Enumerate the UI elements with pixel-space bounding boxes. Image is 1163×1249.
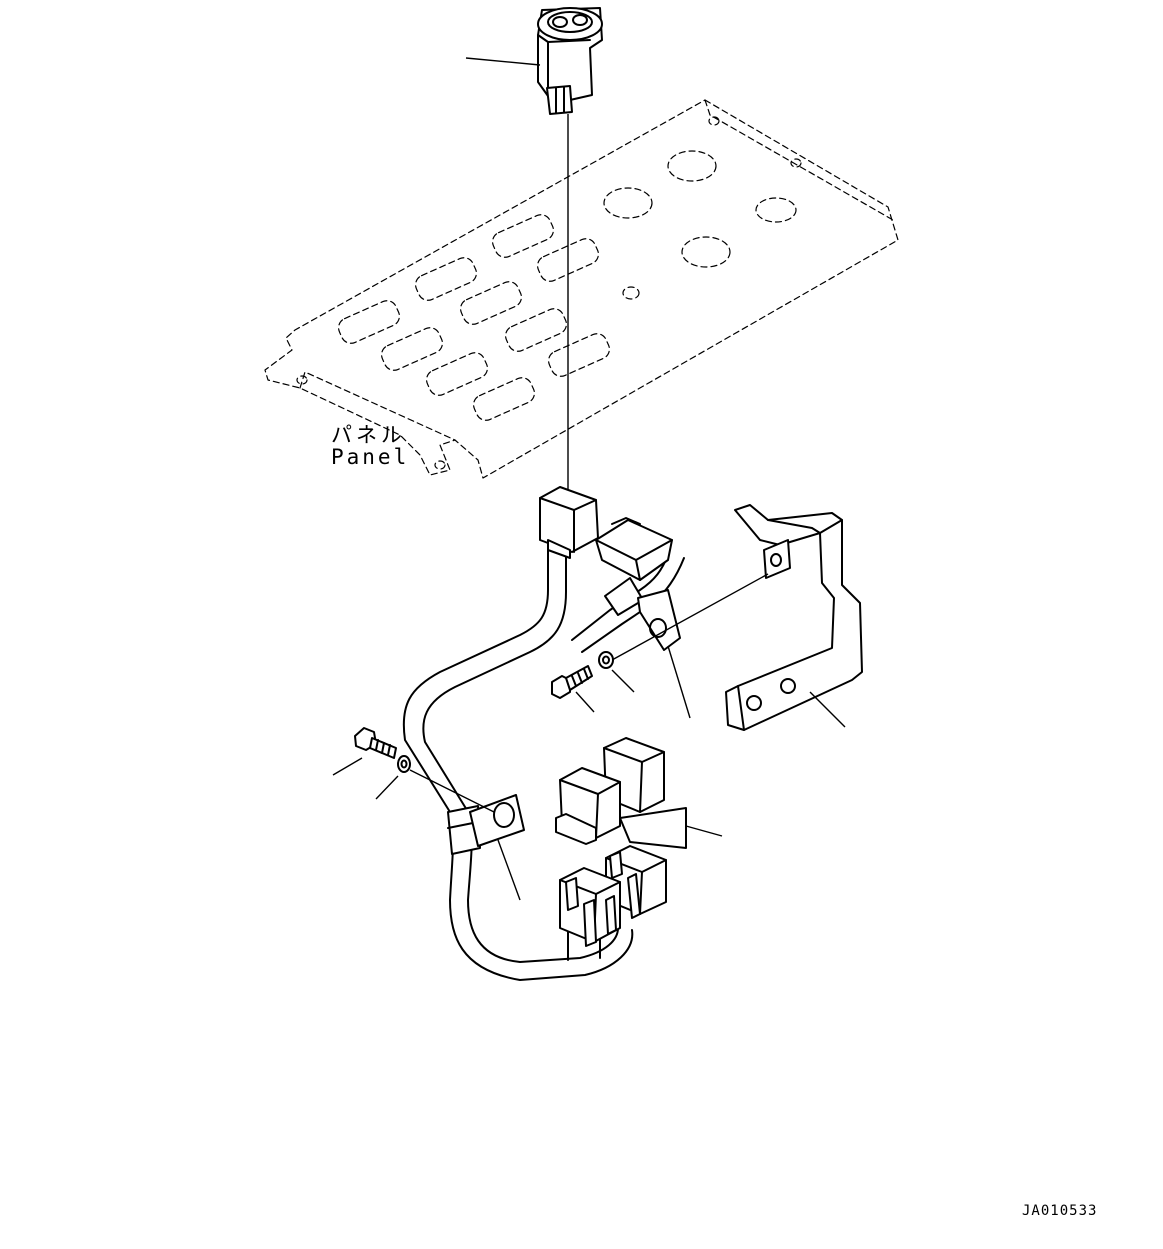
washer-upper-leader — [611, 669, 635, 693]
bracket-leader — [809, 691, 846, 728]
wiring-harness — [402, 547, 685, 981]
relay-left — [555, 767, 687, 849]
bracket-alignment-line — [611, 573, 769, 661]
panel-label-jp: パネル — [331, 423, 406, 447]
bolt-lower-leader — [332, 757, 363, 776]
panel-plate — [264, 99, 899, 479]
panel-label-en: Panel — [331, 445, 410, 469]
rocker-switch — [537, 7, 603, 115]
panel-holes — [296, 116, 802, 470]
harness-connector-b — [595, 517, 673, 581]
relay-leader — [685, 825, 723, 837]
drawing-code: JA010533 — [1022, 1203, 1098, 1219]
mounting-bracket — [725, 504, 863, 731]
relay-socket-left — [559, 867, 621, 947]
washer-lower — [397, 755, 411, 773]
bolt-upper-leader — [575, 691, 595, 713]
harness-connector-a — [539, 486, 599, 559]
bolt-upper — [551, 665, 593, 699]
clamp-branch-leader — [667, 645, 691, 719]
washer-lower-leader — [375, 775, 399, 800]
bolt-lower — [354, 727, 397, 759]
clamp-lower-alignment-line — [409, 769, 495, 813]
clamp-lower-leader — [497, 839, 521, 901]
washer-upper — [598, 651, 614, 669]
switch-leader — [465, 57, 541, 66]
